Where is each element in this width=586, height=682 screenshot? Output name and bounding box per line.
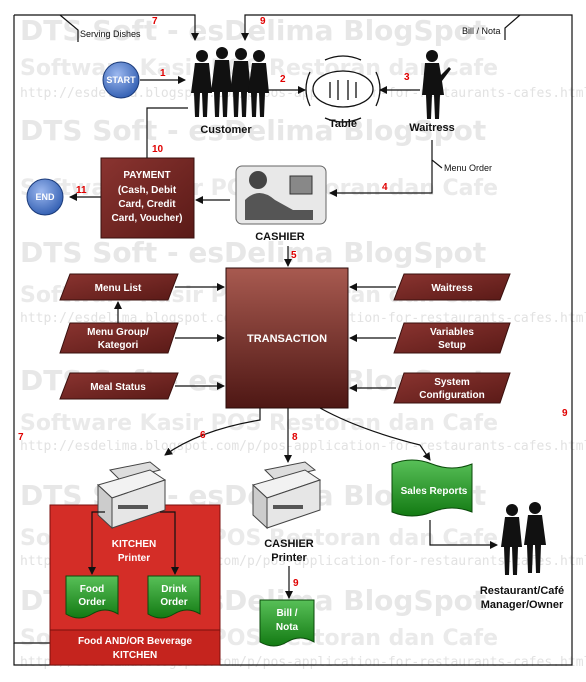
svg-text:9: 9 xyxy=(293,578,299,589)
bill-nota-doc: Bill / Nota xyxy=(259,599,315,647)
svg-text:7: 7 xyxy=(152,16,158,27)
end-node: END xyxy=(26,178,64,216)
svg-text:1: 1 xyxy=(160,68,166,79)
bill-nota-label: Bill / Nota xyxy=(462,14,521,40)
svg-text:Software Kasir POS Restoran da: Software Kasir POS Restoran dan Cafe xyxy=(20,411,498,436)
svg-text:Bill / Nota: Bill / Nota xyxy=(462,26,501,36)
food-order-doc: Food Order xyxy=(65,575,119,619)
serving-dishes-label: Serving Dishes xyxy=(59,14,141,42)
svg-text:2: 2 xyxy=(280,74,286,85)
arrow-transaction-sales-reports xyxy=(319,407,431,461)
drink-order-doc: Drink Order xyxy=(147,575,201,619)
svg-text:Food AND/OR Beverage: Food AND/OR Beverage xyxy=(78,636,193,647)
svg-text:11: 11 xyxy=(76,185,87,196)
svg-text:9: 9 xyxy=(562,408,568,419)
svg-text:START: START xyxy=(106,75,136,85)
menu-group-input: Menu Group/ Kategori xyxy=(59,322,179,354)
svg-text:Configuration: Configuration xyxy=(419,390,485,401)
svg-text:Variables: Variables xyxy=(430,327,474,338)
table-label: Table xyxy=(329,118,357,130)
system-configuration-input: System Configuration xyxy=(393,372,511,404)
svg-text:DTS Soft - esDelima BlogSpot: DTS Soft - esDelima BlogSpot xyxy=(20,236,486,269)
svg-text:Card, Credit: Card, Credit xyxy=(118,199,176,210)
svg-text:Bill /: Bill / xyxy=(276,608,297,619)
svg-text:Menu Group/: Menu Group/ xyxy=(87,327,149,338)
svg-text:Menu List: Menu List xyxy=(95,283,142,294)
customer-label: Customer xyxy=(200,124,252,136)
outer-frame xyxy=(13,14,573,666)
manager-label-1: Restaurant/Café xyxy=(480,585,564,597)
cashier-printer-icon xyxy=(252,461,322,530)
svg-text:KITCHEN: KITCHEN xyxy=(113,650,157,661)
svg-text:6: 6 xyxy=(200,430,206,441)
svg-text:Card, Voucher): Card, Voucher) xyxy=(112,213,183,224)
svg-text:http://esdelima.blogspot.com/p: http://esdelima.blogspot.com/p/pos-appli… xyxy=(20,439,586,454)
kitchen-printer-label-1: KITCHEN xyxy=(112,539,156,550)
svg-text:Nota: Nota xyxy=(276,622,299,633)
svg-text:10: 10 xyxy=(152,144,164,155)
svg-text:8: 8 xyxy=(292,432,298,443)
kitchen-printer-icon xyxy=(97,461,167,530)
svg-text:3: 3 xyxy=(404,72,410,83)
svg-text:Order: Order xyxy=(78,597,105,608)
arrow-menu-order xyxy=(329,160,433,197)
svg-text:Drink: Drink xyxy=(161,584,187,595)
cashier-printer-label-1: CASHIER xyxy=(264,538,314,550)
waitress-person-label: Waitress xyxy=(409,122,454,134)
svg-text:Menu Order: Menu Order xyxy=(444,163,492,173)
svg-text:TRANSACTION: TRANSACTION xyxy=(247,333,327,345)
svg-text:END: END xyxy=(35,192,55,202)
svg-text:4: 4 xyxy=(382,182,388,193)
svg-text:Meal Status: Meal Status xyxy=(90,382,146,393)
svg-text:Serving Dishes: Serving Dishes xyxy=(80,29,141,39)
arrow-transaction-kitchen-printer xyxy=(164,408,261,456)
customer-group-icon xyxy=(191,47,269,117)
arrow-bill-top xyxy=(241,14,520,41)
svg-text:PAYMENT: PAYMENT xyxy=(123,170,170,181)
svg-text:(Cash, Debit: (Cash, Debit xyxy=(118,185,177,196)
manager-owner-icon xyxy=(501,502,546,575)
cashier-label: CASHIER xyxy=(255,231,305,243)
svg-text:Food: Food xyxy=(80,584,104,595)
transaction-box: TRANSACTION xyxy=(225,267,349,409)
svg-text:System: System xyxy=(434,377,470,388)
variables-setup-input: Variables Setup xyxy=(393,322,511,354)
svg-text:Sales Reports: Sales Reports xyxy=(401,486,468,497)
cashier-printer-label-2: Printer xyxy=(271,552,307,564)
table-icon xyxy=(305,55,381,123)
svg-text:Order: Order xyxy=(160,597,187,608)
svg-text:5: 5 xyxy=(291,250,297,261)
sales-reports-doc: Sales Reports xyxy=(391,459,473,517)
arrow-serving-dishes xyxy=(60,14,199,41)
svg-text:Setup: Setup xyxy=(438,340,466,351)
kitchen-printer-label-2: Printer xyxy=(118,553,150,564)
menu-list-input: Menu List xyxy=(59,273,179,301)
waitress-person-icon xyxy=(422,50,451,119)
svg-text:9: 9 xyxy=(260,16,266,27)
arrow-printer-drink xyxy=(160,511,179,575)
svg-text:DTS Soft - esDelima BlogSpot: DTS Soft - esDelima BlogSpot xyxy=(20,14,486,47)
manager-label-2: Manager/Owner xyxy=(481,599,564,611)
svg-text:Kategori: Kategori xyxy=(98,340,139,351)
payment-box: PAYMENT (Cash, Debit Card, Credit Card, … xyxy=(100,157,195,239)
waitress-input: Waitress xyxy=(393,273,511,301)
arrow-printer-food xyxy=(88,511,105,575)
svg-text:DTS Soft - esDelima BlogSpot: DTS Soft - esDelima BlogSpot xyxy=(20,114,486,147)
arrow-reports-manager xyxy=(429,520,498,549)
cashier-person-icon xyxy=(235,165,327,225)
arrow-payment-customer xyxy=(146,107,188,158)
meal-status-input: Meal Status xyxy=(59,372,179,400)
svg-text:7: 7 xyxy=(18,432,24,443)
step-numbers: 1 2 3 4 5 6 7 7 8 9 9 9 10 11 xyxy=(18,16,568,589)
start-node: START xyxy=(102,61,140,99)
svg-text:Waitress: Waitress xyxy=(431,283,473,294)
